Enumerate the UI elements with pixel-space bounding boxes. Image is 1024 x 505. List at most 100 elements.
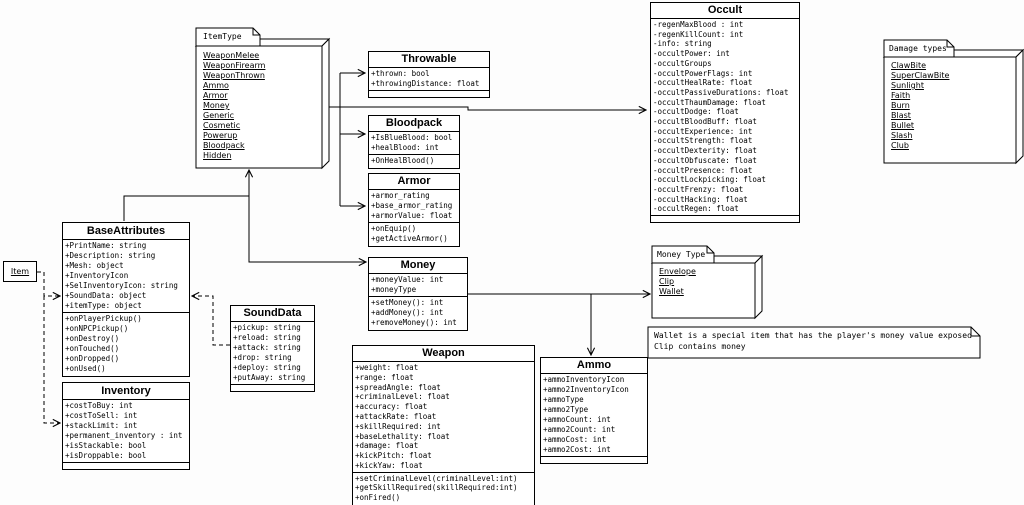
package-moneytype-shape <box>650 245 764 320</box>
text-row: Wallet is a special item that has the pl… <box>654 331 972 340</box>
text-row: +Mesh: object <box>65 261 124 270</box>
note-shape <box>647 326 981 359</box>
text-row: -info: string <box>653 39 712 49</box>
text-row: Money <box>203 101 230 110</box>
text-row: +moneyType <box>371 285 417 294</box>
connector-itemtype-to-occult <box>329 107 646 110</box>
class-throwable-title: Throwable <box>369 52 489 68</box>
text-row: +attack: string <box>233 343 301 352</box>
note-wallet-comment: Wallet is a special item that has the pl… <box>654 330 972 352</box>
text-row: +moneyValue: int <box>371 275 444 284</box>
text-row: +baseLethality: float <box>355 431 450 441</box>
text-row: +kickPitch: float <box>355 451 432 461</box>
class-armor-title: Armor <box>369 174 459 190</box>
class-sounddata-operations <box>231 384 314 391</box>
text-row: -occultDodge: float <box>653 107 739 117</box>
text-row: +spreadAngle: float <box>355 382 441 392</box>
package-damagetypes-tab <box>883 39 955 58</box>
class-occult: Occult -regenMaxBlood : int-regenKillCou… <box>650 2 800 224</box>
text-row: +ammoInventoryIcon <box>543 375 625 384</box>
text-row: Ammo <box>203 81 229 90</box>
text-row: Envelope <box>659 267 696 276</box>
text-row: Burn <box>891 101 910 110</box>
class-armor-operations: +onEquip()+getActiveArmor() <box>369 222 459 246</box>
class-bloodpack-attributes: +IsBlueBlood: bool+healBlood: int <box>369 132 459 154</box>
text-row: +ammo2Cost: int <box>543 445 611 454</box>
text-row: +itemType: object <box>65 301 142 310</box>
text-row: +SelInventoryIcon: string <box>65 281 178 290</box>
class-money-title: Money <box>369 258 467 274</box>
class-ammo-attributes: +ammoInventoryIcon+ammo2InventoryIcon+am… <box>541 374 647 456</box>
text-row: Bloodpack <box>203 141 245 150</box>
text-row: +costToBuy: int <box>65 401 133 410</box>
object-item-label: Item <box>10 267 30 276</box>
text-row: +ammo2Type <box>543 405 589 414</box>
class-throwable-operations <box>369 90 489 97</box>
class-money-operations: +setMoney(): int+addMoney(): int+removeM… <box>369 296 467 330</box>
package-itemtype-tab <box>195 27 261 47</box>
class-ammo-title: Ammo <box>541 358 647 374</box>
class-weapon-operations: +setCriminalLevel(criminalLevel:int)+get… <box>353 471 534 505</box>
text-row: +base_armor_rating <box>371 201 453 210</box>
class-weapon-title: Weapon <box>353 346 534 362</box>
text-row: +onFired() <box>355 492 401 502</box>
class-occult-operations <box>651 215 799 222</box>
class-weapon: Weapon +weight: float+range: float+sprea… <box>352 345 535 505</box>
text-row: +removeMoney(): int <box>371 318 457 327</box>
text-row: +onUsed() <box>65 364 106 373</box>
text-row: Slash <box>891 131 913 140</box>
text-row: +onTouched() <box>65 344 120 353</box>
text-row: +onNPCPickup() <box>65 324 129 333</box>
class-baseattributes-operations: +onPlayerPickup()+onNPCPickup()+onDestro… <box>63 312 189 376</box>
text-row: +pickup: string <box>233 323 301 332</box>
text-row: -occultStrength: float <box>653 136 753 146</box>
text-row: +reload: string <box>233 333 301 342</box>
text-row: +PrintName: string <box>65 241 147 250</box>
text-row: +armorValue: float <box>371 211 453 220</box>
class-weapon-attributes: +weight: float+range: float+spreadAngle:… <box>353 362 534 472</box>
class-sounddata-title: SoundData <box>231 306 314 322</box>
text-row: +attackRate: float <box>355 411 437 421</box>
text-row: +criminalLevel: float <box>355 392 450 402</box>
class-inventory-attributes: +costToBuy: int+costToSell: int+stackLim… <box>63 400 189 462</box>
text-row: -occultDexterity: float <box>653 146 757 156</box>
text-row: Powerup <box>203 131 238 140</box>
text-row: +armor_rating <box>371 191 430 200</box>
text-row: +Description: string <box>65 251 156 260</box>
class-ammo: Ammo +ammoInventoryIcon+ammo2InventoryIc… <box>540 357 648 464</box>
text-row: Armor <box>203 91 228 100</box>
text-row: +damage: float <box>355 441 419 451</box>
text-row: ClawBite <box>891 61 927 70</box>
text-row: +accuracy: float <box>355 402 428 412</box>
text-row: +onEquip() <box>371 224 417 233</box>
class-bloodpack: Bloodpack +IsBlueBlood: bool+healBlood: … <box>368 115 460 169</box>
text-row: -occultObfuscate: float <box>653 155 757 165</box>
text-row: -occultPassiveDurations: float <box>653 87 789 97</box>
text-row: +onPlayerPickup() <box>65 314 142 323</box>
text-row: +ammoCost: int <box>543 435 607 444</box>
package-moneytype-label: Money Type <box>657 250 706 259</box>
text-row: -occultHacking: float <box>653 194 748 204</box>
text-row: -occultRegen: float <box>653 204 739 214</box>
class-inventory-title: Inventory <box>63 383 189 400</box>
connector-junction-to-money <box>248 196 366 262</box>
text-row: Clip <box>659 277 675 286</box>
text-row: +setCriminalLevel(criminalLevel:int) <box>355 473 518 483</box>
text-row: SuperClawBite <box>891 71 950 80</box>
text-row: Bullet <box>891 121 915 130</box>
class-ammo-operations <box>541 456 647 463</box>
class-inventory-operations <box>63 462 189 469</box>
text-row: +deploy: string <box>233 363 301 372</box>
text-row: +stackLimit: int <box>65 421 138 430</box>
text-row: Faith <box>891 91 911 100</box>
class-baseattributes-title: BaseAttributes <box>63 223 189 240</box>
text-row: +permanent_inventory : int <box>65 431 183 440</box>
text-row: WeaponThrown <box>203 71 265 80</box>
text-row: +weight: float <box>355 363 419 372</box>
text-row: -occultThaumDamage: float <box>653 97 766 107</box>
text-row: Clip contains money <box>654 342 746 351</box>
class-money-attributes: +moneyValue: int+moneyType <box>369 274 467 296</box>
connector-item-to-baseattributes <box>37 271 60 296</box>
